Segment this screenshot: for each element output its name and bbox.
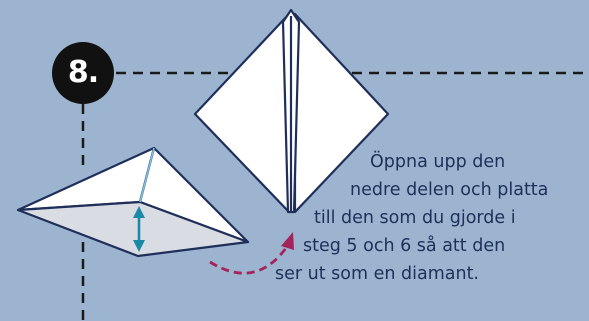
diamond-fold-figure xyxy=(193,8,390,214)
instruction-line: ser ut som en diamant. xyxy=(275,264,479,284)
instruction-line: nedre delen och platta xyxy=(350,180,549,200)
step-number-badge: 8. xyxy=(52,42,114,104)
double-headed-arrow-icon xyxy=(133,206,145,252)
pyramid-fold-figure xyxy=(16,146,250,258)
curved-dashed-arrow-icon xyxy=(209,232,294,275)
step-frame-dashed-lines xyxy=(81,71,589,321)
instruction-line: steg 5 och 6 så att den xyxy=(303,236,506,256)
instruction-text: Öppna upp den nedre delen och platta til… xyxy=(258,148,589,288)
instruction-line: Öppna upp den xyxy=(370,152,506,172)
instruction-line: till den som du gjorde i xyxy=(314,208,516,228)
